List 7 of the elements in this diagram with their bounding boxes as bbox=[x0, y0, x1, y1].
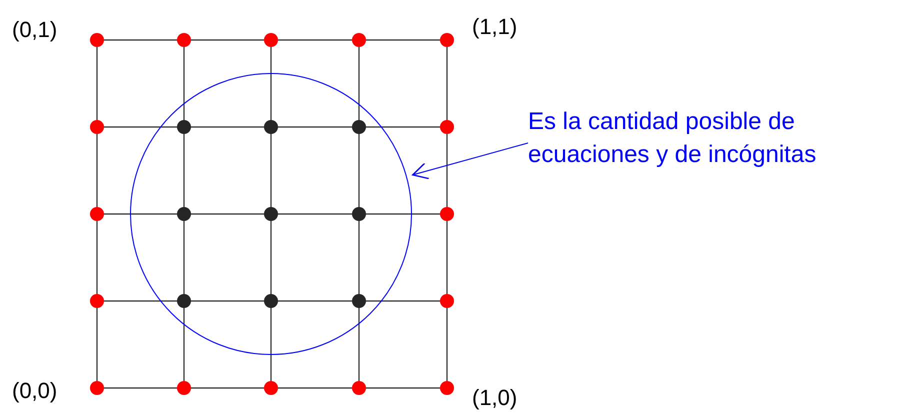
arrow bbox=[412, 142, 528, 180]
circle-outline bbox=[130, 73, 412, 355]
coordinate-label: (1,1) bbox=[472, 14, 518, 40]
coordinate-label: (0,0) bbox=[12, 378, 58, 404]
coordinate-label: (0,1) bbox=[12, 17, 58, 43]
note-text: Es la cantidad posible de ecuaciones y de incógnitas bbox=[528, 107, 818, 170]
coordinate-label: (1,0) bbox=[472, 385, 518, 411]
